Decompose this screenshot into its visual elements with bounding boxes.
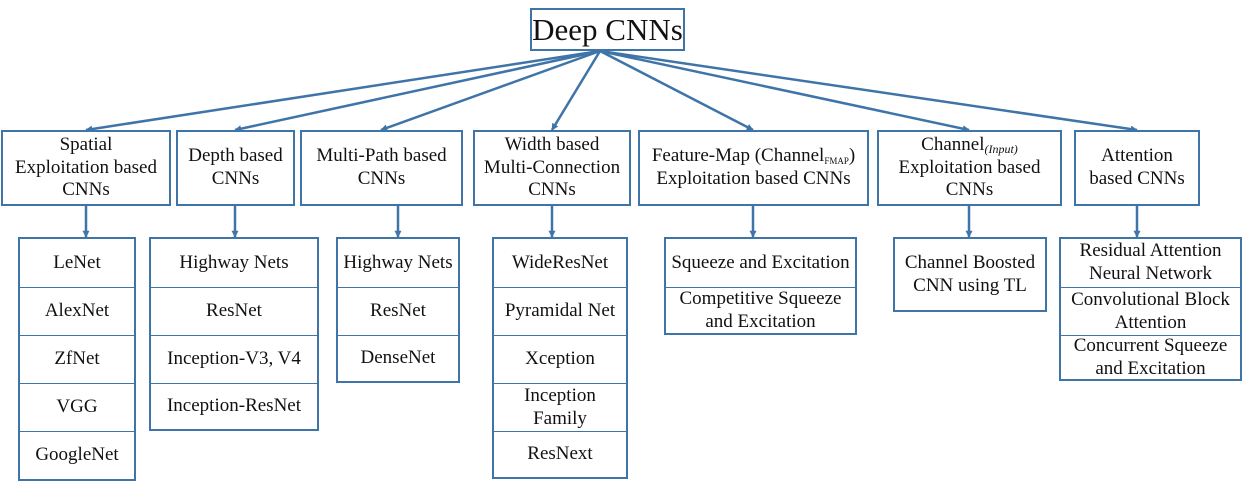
title-text: Channel — [921, 133, 985, 155]
children-channel: Channel Boosted CNN using TL — [893, 237, 1047, 312]
children-width: WideResNet Pyramidal Net Xception Incept… — [492, 237, 628, 479]
child-node: Highway Nets — [179, 251, 289, 273]
children-depth: Highway Nets ResNet Inception-V3, V4 Inc… — [149, 237, 319, 431]
category-title-line: Exploitation based — [898, 156, 1041, 178]
category-title-line: based CNNs — [1089, 168, 1185, 189]
child-node: WideResNet — [511, 251, 609, 273]
arrow-root-to-attention — [599, 49, 1138, 133]
category-depth-based: Depth based CNNs — [176, 130, 295, 206]
root-label: Deep CNNs — [532, 11, 683, 47]
category-title-line: Channel(Input) — [921, 133, 1018, 156]
category-multi-path-based: Multi-Path based CNNs — [300, 130, 463, 206]
child-node: Pyramidal Net — [494, 287, 626, 335]
title-text: ) — [848, 145, 856, 167]
input-subscript: (Input) — [984, 141, 1018, 156]
child-node: LeNet — [53, 251, 101, 273]
children-multi-path: Highway Nets ResNet DenseNet — [336, 237, 460, 383]
child-node: Squeeze and Excitation — [671, 251, 850, 273]
arrow-root-to-depth — [234, 49, 601, 133]
child-node: Competitive Squeeze and Excitation — [666, 287, 855, 333]
category-title-line: Multi-Connection — [483, 156, 621, 178]
arrow-root-to-multi-path — [380, 49, 601, 132]
child-node: ResNet — [151, 287, 317, 335]
child-node: Residual Attention Neural Network — [1079, 240, 1222, 284]
child-node: DenseNet — [338, 335, 458, 381]
category-title-line: CNNs — [357, 168, 406, 189]
fmap-subscript: FMAP — [824, 156, 849, 167]
child-node: VGG — [20, 383, 134, 431]
child-node: Inception-ResNet — [151, 383, 317, 429]
category-spatial-exploitation: Spatial Exploitation based CNNs — [1, 130, 171, 206]
category-title-line: Feature-Map (ChannelFMAP) — [652, 145, 855, 166]
arrow-root-to-channel — [599, 49, 970, 133]
category-title-line: CNNs — [62, 179, 110, 201]
child-node: Convolutional Block Attention — [1061, 287, 1240, 335]
category-feature-map-exploitation: Feature-Map (ChannelFMAP) Exploitation b… — [638, 130, 869, 206]
category-title-line: Multi-Path based — [316, 145, 447, 167]
category-title-line: Exploitation based — [15, 156, 157, 178]
arrow-root-to-spatial — [85, 49, 601, 133]
category-title-line: CNNs — [528, 179, 576, 201]
child-node: Channel Boosted CNN using TL — [904, 251, 1036, 296]
child-node: ZfNet — [20, 335, 134, 383]
child-node: GoogleNet — [20, 431, 134, 479]
category-title-line: Exploitation based CNNs — [656, 168, 851, 189]
child-node: ResNet — [338, 287, 458, 335]
child-node: Concurrent Squeeze and Excitation — [1061, 335, 1240, 379]
child-node: Inception-V3, V4 — [151, 335, 317, 383]
category-title-line: CNNs — [211, 168, 260, 189]
children-feature-map: Squeeze and Excitation Competitive Squee… — [664, 237, 857, 335]
category-title-line: Depth based — [188, 145, 283, 167]
category-channel-input-exploitation: Channel(Input) Exploitation based CNNs — [877, 130, 1062, 206]
children-spatial: LeNet AlexNet ZfNet VGG GoogleNet — [18, 237, 136, 481]
category-attention-based: Attention based CNNs — [1074, 130, 1200, 206]
category-width-based-multi-connection: Width based Multi-Connection CNNs — [473, 130, 631, 206]
category-title-line: Spatial — [59, 133, 113, 155]
children-attention: Residual Attention Neural Network Convol… — [1059, 237, 1242, 381]
category-title-line: CNNs — [945, 179, 994, 201]
arrow-root-to-width — [550, 50, 602, 131]
category-title-line: Width based — [504, 133, 600, 155]
child-node: Inception Family — [494, 383, 626, 431]
child-node: Highway Nets — [343, 251, 453, 273]
child-node: AlexNet — [20, 287, 134, 335]
child-node: ResNext — [494, 431, 626, 477]
category-title-line: Attention — [1101, 145, 1173, 167]
title-text: Feature-Map (Channel — [651, 145, 825, 167]
child-node: Xception — [494, 335, 626, 383]
root-node-deep-cnns: Deep CNNs — [530, 8, 685, 51]
arrow-root-to-feature-map — [599, 49, 754, 132]
